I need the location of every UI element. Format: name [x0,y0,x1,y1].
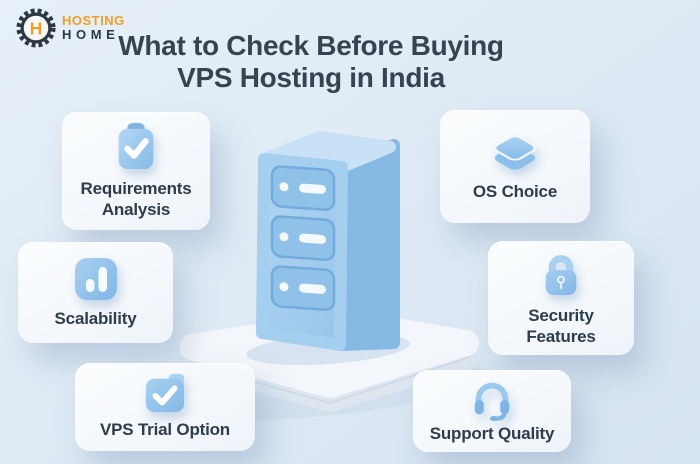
page-title-line1: What to Check Before Buying [118,30,504,61]
handle-pill [299,183,326,194]
led-dot [279,282,289,292]
card-label: OS Choice [472,181,558,201]
card-requirements-analysis: Requirements Analysis [62,112,210,230]
card-vps-trial-option: VPS Trial Option [75,363,255,451]
brand-logo: H HOSTING HOME [16,8,125,48]
layers-icon [491,131,539,175]
page-title: What to Check Before Buying VPS Hosting … [0,30,622,93]
hosting-home-badge-icon: H [16,8,56,48]
handle-pill [299,283,326,294]
bar-chart-icon [73,256,119,302]
lock-icon [539,249,583,299]
logo-word-hosting: HOSTING [62,13,125,29]
drive-bay [270,265,336,311]
page-title-line2: VPS Hosting in India [177,61,445,93]
card-os-choice: OS Choice [440,110,590,223]
logo-monogram: H [30,18,42,38]
server-drive-bays [270,165,336,311]
card-label: VPS Trial Option [100,419,230,439]
card-security-features: Security Features [488,241,634,355]
folder-check-icon [142,373,188,416]
led-dot [279,182,289,192]
clipboard-check-icon [114,122,158,172]
headset-icon [470,377,514,422]
card-label: Support Quality [429,424,555,444]
drive-bay [270,165,336,211]
card-label: Scalability [54,308,137,328]
card-label: Requirements Analysis [80,178,192,219]
card-scalability: Scalability [18,242,173,343]
logo-word-home: HOME [62,27,120,42]
handle-pill [299,233,326,244]
led-dot [279,232,289,242]
card-support-quality: Support Quality [413,370,571,452]
drive-bay [270,215,336,261]
card-label: Security Features [526,305,596,346]
